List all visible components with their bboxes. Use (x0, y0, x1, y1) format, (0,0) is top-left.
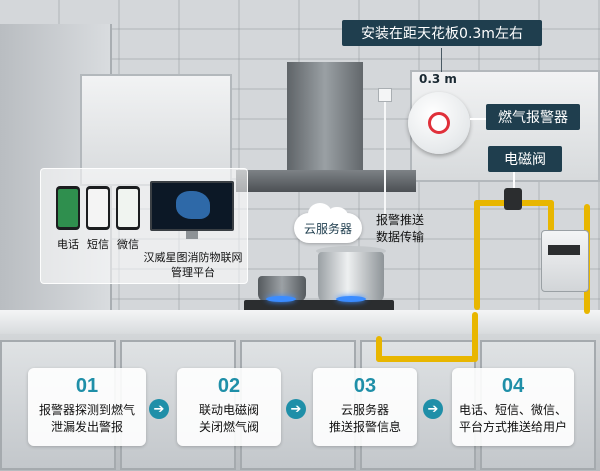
step-text: 电话、短信、微信、平台方式推送给用户 (458, 403, 567, 434)
cloud-server-icon: 云服务器 (294, 203, 362, 243)
flame-right (336, 296, 366, 302)
range-hood-base (236, 170, 416, 192)
push-text: 报警推送 数据传输 (376, 212, 424, 246)
phone-call-label: 电话 (57, 238, 79, 251)
arrow-right-icon: ➔ (423, 399, 443, 419)
range-hood-chimney (287, 62, 363, 174)
step-text: 报警器探测到燃气泄漏发出警报 (38, 403, 135, 434)
gas-pipe-under-right (472, 312, 478, 362)
step-card-4: 04 电话、短信、微信、平台方式推送给用户 (452, 368, 574, 446)
gas-pipe-under (376, 356, 476, 362)
step-text: 联动电磁阀关闭燃气阀 (198, 403, 259, 434)
dimension-line (441, 48, 442, 72)
step-number: 02 (217, 375, 241, 397)
upper-cabinet-left (80, 74, 232, 186)
step-card-3: 03 云服务器推送报警信息 (313, 368, 417, 446)
dimension-label: 0.3 m (419, 72, 457, 86)
step-card-1: 01 报警器探测到燃气泄漏发出警报 (28, 368, 146, 446)
step-card-2: 02 联动电磁阀关闭燃气阀 (177, 368, 281, 446)
step-number: 04 (501, 375, 525, 397)
arrow-right-icon: ➔ (149, 399, 169, 419)
countertop (0, 310, 600, 336)
gas-meter (541, 230, 589, 292)
gas-alarm-device (408, 92, 470, 154)
valve-connector (513, 170, 515, 188)
phone-sms-icon (86, 186, 110, 230)
platform-label-line2: 管理平台 (171, 266, 215, 279)
platform-label: 汉威星图消防物联网 管理平台 (138, 250, 248, 280)
platform-label-line1: 汉威星图消防物联网 (143, 251, 243, 264)
gas-alarm-label: 燃气报警器 (486, 104, 580, 130)
alarm-connector (470, 118, 486, 120)
push-text-line1: 报警推送 (376, 213, 425, 227)
phone-sms-label: 短信 (87, 238, 109, 251)
signal-wire (384, 96, 386, 216)
steel-pot (318, 252, 384, 304)
install-height-label: 安装在距天花板0.3m左右 (342, 20, 542, 46)
phone-call-icon (56, 186, 80, 230)
gas-pipe-to-meter (548, 200, 554, 232)
gas-pipe-vertical (474, 200, 480, 310)
gas-pipe-under-left (376, 336, 382, 362)
wall-socket (378, 88, 392, 102)
flame-left (266, 296, 296, 302)
step-text: 云服务器推送报警信息 (328, 403, 401, 434)
arrow-right-icon: ➔ (286, 399, 306, 419)
phone-wechat-icon (116, 186, 140, 230)
monitor-stand (186, 231, 198, 239)
cloud-server-label: 云服务器 (303, 221, 352, 236)
monitor-icon (150, 181, 234, 231)
solenoid-valve-device (504, 188, 522, 210)
phone-wechat-label: 微信 (117, 238, 139, 251)
pot-lid (316, 246, 386, 256)
step-number: 01 (75, 375, 99, 397)
step-number: 03 (353, 375, 377, 397)
push-text-line2: 数据传输 (376, 230, 425, 244)
solenoid-valve-label: 电磁阀 (488, 146, 562, 172)
